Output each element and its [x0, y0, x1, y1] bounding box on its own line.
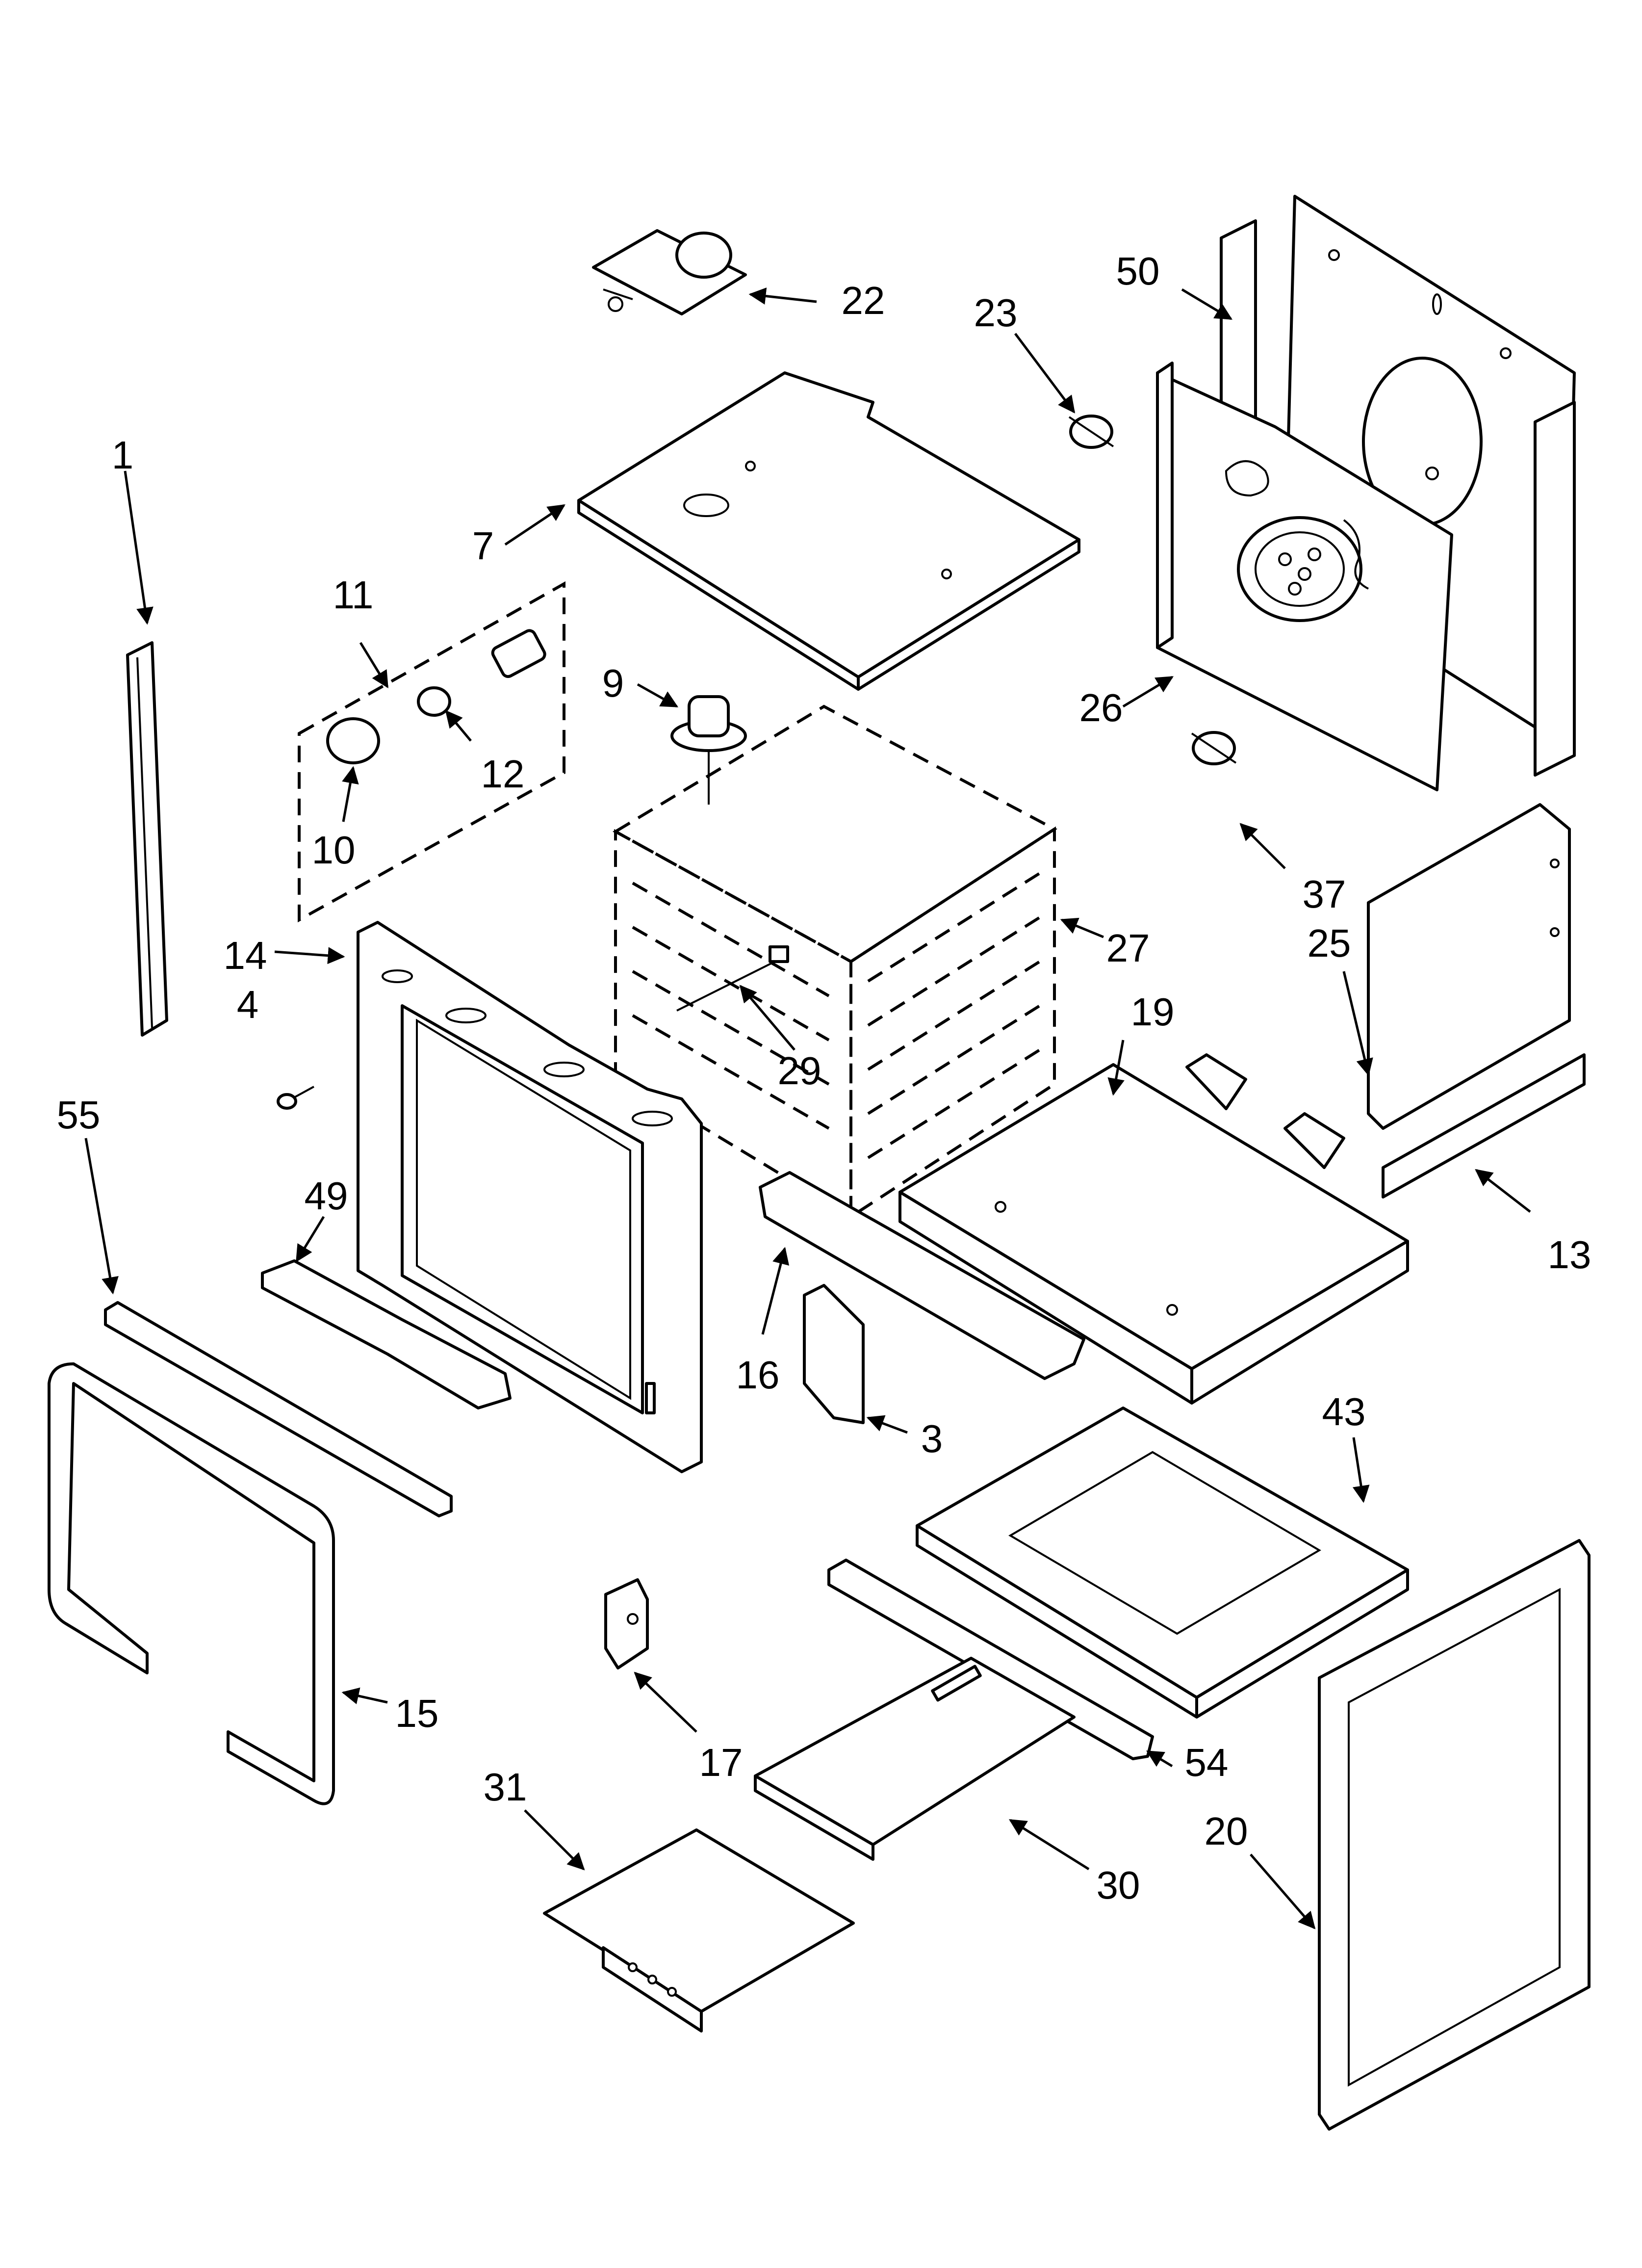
callout-19: 19: [1131, 990, 1175, 1034]
callout-27: 27: [1106, 926, 1150, 970]
part-25-side-panel: [1367, 803, 1571, 1130]
callout-54: 54: [1185, 1741, 1229, 1784]
part-9-fan-motor: [670, 695, 747, 805]
callout-1: 1: [112, 433, 134, 477]
callout-11: 11: [333, 573, 373, 617]
part-27-oven-cavity: [612, 704, 1057, 1220]
part-3-bracket: [803, 1284, 865, 1424]
part-7-top-panel: [577, 371, 1080, 691]
part-30-drawer-tray: [754, 1657, 1076, 1861]
callout-16: 16: [736, 1353, 780, 1397]
leader-lines: [84, 287, 1531, 1929]
callout-23: 23: [974, 291, 1018, 335]
callout-43: 43: [1322, 1390, 1366, 1434]
part-20-side-panel: [1318, 1539, 1591, 2131]
part-17-clip: [604, 1578, 649, 1669]
part-11-switch-kit: [298, 581, 565, 923]
part-15-door-gasket: [48, 1362, 335, 1805]
callout-29: 29: [778, 1049, 821, 1093]
part-22-control-assembly: [592, 229, 747, 315]
callout-55: 55: [57, 1093, 101, 1137]
callout-49: 49: [305, 1174, 348, 1218]
callout-25: 25: [1308, 921, 1351, 965]
callout-15: 15: [395, 1692, 439, 1735]
callout-14: 14: [224, 934, 267, 977]
part-23-sensor: [1068, 415, 1114, 449]
part-31-drawer-tray: [543, 1828, 855, 2033]
callout-10: 10: [312, 828, 356, 872]
part-14-front-frame: [357, 921, 703, 1473]
part-4-screw: [277, 1086, 314, 1110]
callout-3: 3: [921, 1417, 943, 1460]
part-16-front-rail: [759, 1171, 1085, 1380]
part-49-lower-bracket: [261, 1259, 512, 1409]
part-37-sensor: [1191, 731, 1237, 765]
callout-26: 26: [1079, 686, 1123, 730]
callout-50: 50: [1116, 249, 1160, 293]
part-10-light-lens: [326, 717, 380, 764]
part-13-side-strip: [1382, 1053, 1586, 1199]
callout-13: 13: [1548, 1233, 1591, 1277]
part-43-base-pan: [916, 1407, 1409, 1719]
part-55-bottom-trim: [104, 1301, 453, 1517]
callout-labels: 1 22 23 50 7 11 12 10 9 26 37 25 27 29 1…: [57, 249, 1591, 1907]
part-1-trim-strip: [126, 641, 168, 1037]
callout-22: 22: [842, 279, 885, 322]
callout-17: 17: [699, 1741, 743, 1784]
callout-30: 30: [1097, 1863, 1140, 1907]
callout-9: 9: [602, 661, 624, 705]
part-12-switch: [417, 686, 451, 717]
part-19-bottom-cover: [898, 1053, 1409, 1405]
callout-31: 31: [484, 1765, 527, 1809]
part-29-probe: [676, 945, 789, 1012]
callout-37: 37: [1303, 872, 1346, 916]
callout-4: 4: [237, 983, 259, 1026]
callout-7: 7: [472, 524, 494, 568]
callout-20: 20: [1205, 1809, 1248, 1853]
callout-12: 12: [481, 752, 525, 796]
part-26-rear-panel: [1156, 362, 1453, 791]
